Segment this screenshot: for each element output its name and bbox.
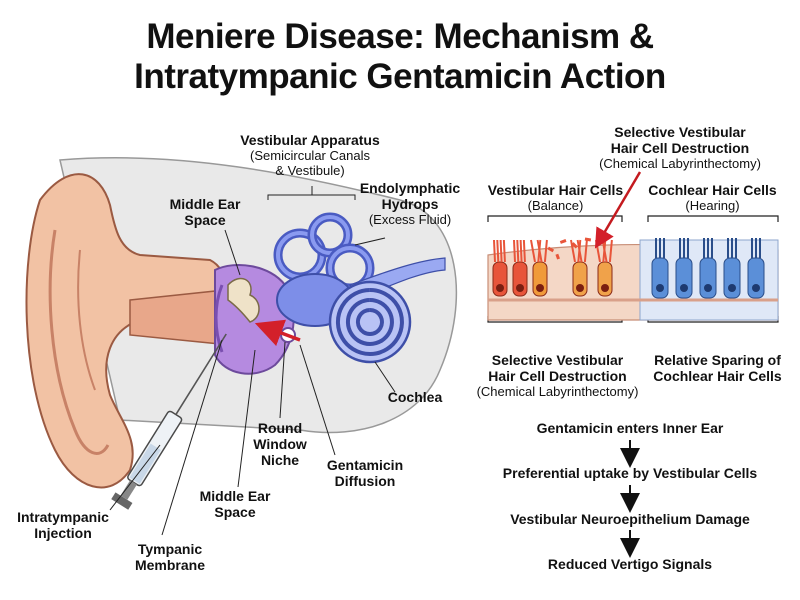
page-title-line-1: Meniere Disease: Mechanism & <box>146 17 654 56</box>
middle-ear-space-top-line-1: Middle Ear <box>169 196 241 212</box>
tympanic-membrane-line-2: Membrane <box>134 557 206 573</box>
top-destruction-line-1: Selective Vestibular <box>614 124 746 140</box>
label-top-destruction: Selective Vestibular Hair Cell Destructi… <box>570 124 790 171</box>
label-intratympanic-injection: Intratympanic Injection <box>8 509 118 541</box>
ossicles <box>227 277 260 323</box>
top-destruction-line-2: Hair Cell Destruction <box>610 140 750 156</box>
label-middle-ear-space-bottom: Middle Ear Space <box>190 488 280 520</box>
round-window-line-1: Round <box>257 420 303 436</box>
auricle-fold <box>48 229 110 455</box>
vestibular-hair-cell <box>530 239 548 297</box>
flow-step-1: Gentamicin enters Inner Ear <box>536 420 724 436</box>
endolymphatic-hydrops-line-2: Hydrops <box>381 196 439 212</box>
label-middle-ear-space-top: Middle Ear Space <box>160 196 250 228</box>
vestibular-apparatus-sub-2: & Vestibule) <box>275 163 345 178</box>
ear-anatomy <box>25 156 458 536</box>
cell-debris <box>547 237 592 260</box>
sparing-line-1: Relative Sparing of <box>654 352 781 368</box>
auricle-fold-inner <box>77 249 96 391</box>
page-title-line-2: Intratympanic Gentamicin Action <box>134 57 666 96</box>
flow-step-3: Vestibular Neuroepithelium Damage <box>510 511 750 527</box>
bottom-destruction-line-2: Hair Cell Destruction <box>488 368 627 384</box>
tympanic-membrane-line-1: Tympanic <box>137 541 203 557</box>
vestibular-cells-title: Vestibular Hair Cells <box>487 182 624 198</box>
middle-ear-space-bottom-line-1: Middle Ear <box>199 488 271 504</box>
label-vestibular-apparatus: Vestibular Apparatus (Semicircular Canal… <box>210 132 410 178</box>
flow-step-2: Preferential uptake by Vestibular Cells <box>502 465 758 481</box>
label-bottom-destruction: Selective Vestibular Hair Cell Destructi… <box>470 352 645 399</box>
gentamicin-diffusion-line-2: Diffusion <box>334 473 396 489</box>
vestibular-apparatus-title: Vestibular Apparatus <box>240 132 380 148</box>
sparing-line-2: Cochlear Hair Cells <box>653 368 782 384</box>
label-vestibular-hair-cells: Vestibular Hair Cells (Balance) <box>478 182 633 213</box>
middle-ear-space-top-line-2: Space <box>184 212 226 228</box>
cochlea-shape <box>328 280 412 364</box>
label-relative-sparing: Relative Sparing of Cochlear Hair Cells <box>645 352 790 384</box>
round-window-line-2: Window <box>253 436 307 452</box>
top-destruction-sub: (Chemical Labyrinthectomy) <box>599 156 761 171</box>
vestibular-bracket <box>487 215 623 222</box>
label-endolymphatic-hydrops: Endolymphatic Hydrops (Excess Fluid) <box>355 180 465 227</box>
cochlear-cells-title: Cochlear Hair Cells <box>648 182 777 198</box>
vestibular-apparatus-sub-1: (Semicircular Canals <box>250 148 370 163</box>
ear-icon <box>25 173 226 489</box>
cochlear-hair-cell <box>651 238 669 299</box>
vestibular-hair-cell <box>512 239 528 297</box>
cochlear-hair-cell <box>747 238 765 299</box>
endolymphatic-hydrops-line-1: Endolymphatic <box>359 180 461 196</box>
cochlear-hair-cell <box>675 238 693 299</box>
round-window-line-3: Niche <box>260 452 300 468</box>
cochlea-text: Cochlea <box>387 389 443 405</box>
middle-ear-space-bottom-line-2: Space <box>214 504 256 520</box>
cochlear-hair-cell <box>723 238 741 299</box>
gentamicin-diffusion-line-1: Gentamicin <box>326 457 404 473</box>
intratympanic-injection-line-1: Intratympanic <box>17 509 109 525</box>
label-cochlea: Cochlea <box>380 389 450 405</box>
cochlear-cells-sub: (Hearing) <box>685 198 740 213</box>
cochlear-hair-cell <box>699 238 717 299</box>
leader-lines <box>109 186 396 536</box>
flow-step-4: Reduced Vertigo Signals <box>547 556 713 572</box>
label-cochlear-hair-cells: Cochlear Hair Cells (Hearing) <box>640 182 785 213</box>
label-round-window-niche: Round Window Niche <box>245 420 315 468</box>
bottom-destruction-sub: (Chemical Labyrinthectomy) <box>476 384 639 399</box>
vestibular-hair-cells <box>492 239 613 297</box>
cochlear-bracket <box>647 215 779 222</box>
gentamicin-diffusion-arrow <box>254 319 301 347</box>
cochlear-hair-cells <box>651 238 765 299</box>
vestibular-hair-cell <box>492 239 508 297</box>
bottom-destruction-line-1: Selective Vestibular <box>491 352 624 368</box>
endolymphatic-hydrops-sub: (Excess Fluid) <box>368 212 452 227</box>
destruction-arrow <box>594 171 642 249</box>
vestibular-hair-cell <box>570 239 588 297</box>
intratympanic-injection-line-2: Injection <box>34 525 92 541</box>
label-gentamicin-diffusion: Gentamicin Diffusion <box>315 457 415 489</box>
vestibular-cells-sub: (Balance) <box>527 198 584 213</box>
label-tympanic-membrane: Tympanic Membrane <box>125 541 215 573</box>
hair-cell-panel <box>487 171 779 323</box>
